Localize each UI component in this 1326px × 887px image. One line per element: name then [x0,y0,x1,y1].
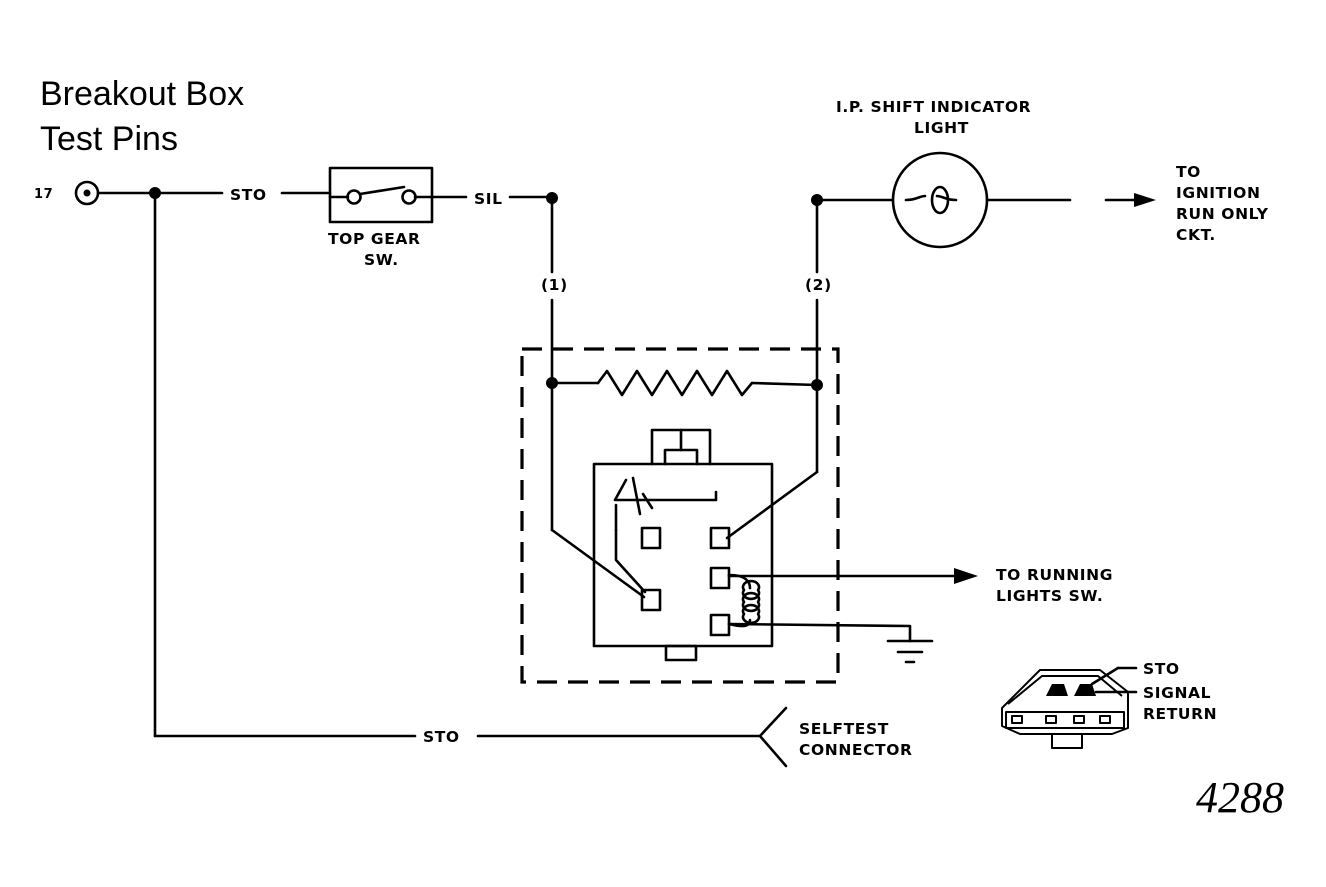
selftest-connector-symbol [758,706,788,768]
label-to-running-2: LIGHTS SW. [996,587,1103,605]
ground-symbol [727,622,934,664]
label-to-ignition-2: IGNITION [1176,184,1261,202]
label-shift-light-2: LIGHT [914,119,969,137]
label-top-gear-sw-2: SW. [364,251,399,269]
label-sto-top: STO [230,186,267,204]
running-lights-arrow-head [954,568,978,584]
label-sto-bottom: STO [423,728,460,746]
label-to-ignition-3: RUN ONLY [1176,205,1269,223]
figure-number: 4288 [1196,773,1284,822]
title-line-1: Breakout Box [40,75,244,113]
sto-wire-bottom [153,191,762,738]
terminal-2-pin-wire [725,470,819,540]
relay [592,428,774,662]
label-top-gear-sw-1: TOP GEAR [328,230,421,248]
label-to-ignition-1: TO [1176,163,1201,181]
shift-indicator-lamp [891,151,989,249]
label-selftest-2: CONNECTOR [799,741,913,759]
label-signal-return-1: SIGNAL [1143,684,1211,702]
pin-number: 17 [34,187,53,202]
label-to-ignition-4: CKT. [1176,226,1216,244]
terminal-1-pin-wire [550,528,646,599]
top-gear-switch [328,166,434,224]
label-connector-sto: STO [1143,660,1180,678]
resistor [550,369,819,397]
label-shift-light-1: I.P. SHIFT INDICATOR [836,98,1031,116]
label-to-running-1: TO RUNNING [996,566,1113,584]
selftest-connector-face [1001,666,1138,749]
test-pin-terminal [74,180,100,206]
label-selftest-1: SELFTEST [799,720,889,738]
label-sil: SIL [474,190,503,208]
title-line-2: Test Pins [40,120,178,158]
label-terminal-1: (1) [541,276,568,294]
relay-module-enclosure [520,347,840,684]
label-terminal-2: (2) [805,276,832,294]
ignition-arrow-head [1134,193,1156,207]
label-signal-return-2: RETURN [1143,705,1217,723]
